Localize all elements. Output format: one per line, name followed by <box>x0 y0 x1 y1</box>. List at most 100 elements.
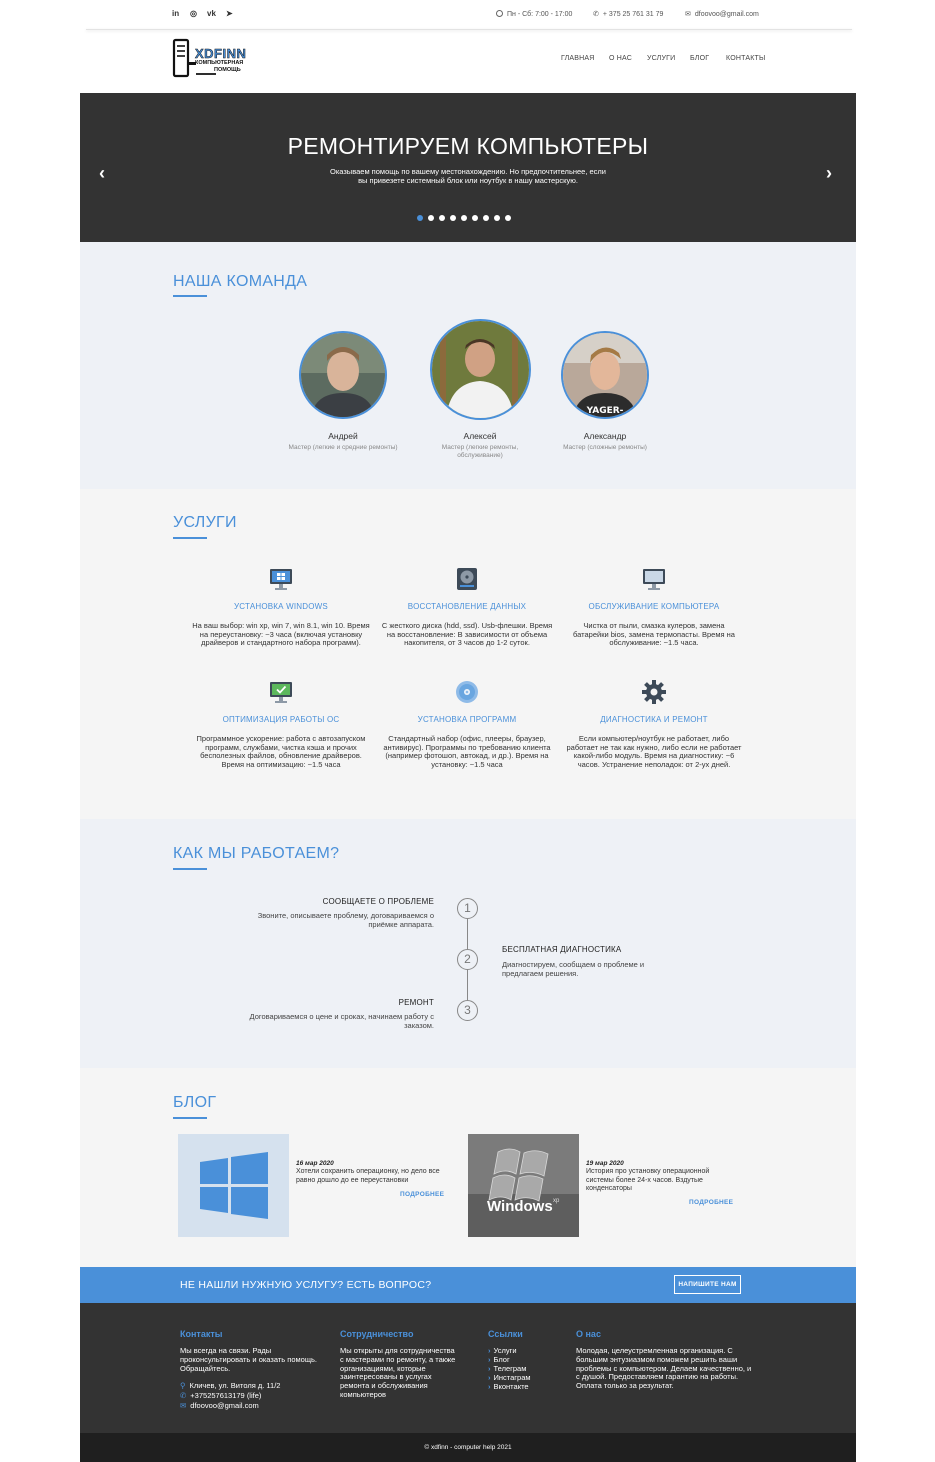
footer-link-services[interactable]: ›Услуги <box>488 1346 517 1355</box>
footer-address: ⚲Кличев, ул. Витоля д. 11/2 <box>180 1381 281 1390</box>
chevron-right-icon: › <box>488 1382 491 1391</box>
footer-link-telegram[interactable]: ›Телеграм <box>488 1364 527 1373</box>
slider-prev-icon[interactable]: ‹ <box>99 163 105 183</box>
mail-icon: ✉ <box>180 1401 187 1410</box>
nav-services[interactable]: УСЛУГИ <box>647 55 676 62</box>
instagram-icon[interactable]: ◎ <box>190 9 197 18</box>
footer-link-blog[interactable]: ›Блог <box>488 1355 510 1364</box>
member-name: Александр <box>583 431 627 441</box>
chevron-right-icon: › <box>488 1373 491 1382</box>
cta-text: НЕ НАШЛИ НУЖНУЮ УСЛУГУ? ЕСТЬ ВОПРОС? <box>180 1279 432 1291</box>
telegram-icon[interactable]: ➤ <box>226 9 233 18</box>
hero-subtitle: Оказываем помощь по вашему местонахожден… <box>330 167 606 185</box>
service-desc: Чистка от пыли, смазка кулеров, замена б… <box>573 621 735 648</box>
blog-image-windows-xp[interactable]: Windows xp <box>468 1134 579 1237</box>
section-underline <box>173 868 207 870</box>
service-title: ОБСЛУЖИВАНИЕ КОМПЬЮТЕРА <box>588 602 720 611</box>
section-underline <box>173 295 207 297</box>
avatar-andrey <box>299 331 387 419</box>
slider-dot[interactable] <box>439 215 445 221</box>
footer-contacts-text: Мы всегда на связи. Рады проконсультиров… <box>180 1346 317 1373</box>
nav-about[interactable]: О НАС <box>609 55 633 62</box>
nav-blog[interactable]: БЛОГ <box>690 55 710 62</box>
step-desc: Диагностируем, сообщаем о проблеме и пре… <box>502 960 645 978</box>
footer-email[interactable]: ✉dfoovoo@gmail.com <box>180 1401 259 1410</box>
service-title: ВОССТАНОВЛЕНИЕ ДАННЫХ <box>407 602 527 611</box>
footer-link-instagram[interactable]: ›Инстаграм <box>488 1373 531 1382</box>
read-more-link[interactable]: ПОДРОБНЕЕ <box>689 1199 734 1206</box>
section-title-blog: БЛОГ <box>173 1094 217 1111</box>
footer-link-vk[interactable]: ›Вконтакте <box>488 1382 529 1391</box>
nav-home[interactable]: ГЛАВНАЯ <box>561 55 595 62</box>
post-excerpt: Хотели сохранить операционку, но дело вс… <box>296 1168 440 1184</box>
section-underline <box>173 1117 207 1119</box>
slider-dot[interactable] <box>450 215 456 221</box>
windows-xp-logo-icon <box>468 1134 579 1237</box>
footer: Контакты Мы всегда на связи. Рады прокон… <box>80 1303 856 1433</box>
logo-computer-icon <box>172 38 216 78</box>
member-role: Мастер (легкие ремонты, обслуживание) <box>441 444 519 459</box>
step-desc: Звоните, описываете проблему, договарива… <box>257 911 434 929</box>
step-number: 1 <box>457 898 478 919</box>
slider-dot[interactable] <box>472 215 478 221</box>
service-desc: С жесткого диска (hdd, ssd). Usb-флешки.… <box>381 621 553 648</box>
windows-monitor-icon <box>268 566 294 592</box>
team-section: НАША КОМАНДА YAGER- Андрей Мастер (легки… <box>80 242 856 489</box>
team-member: Алексей Мастер (легкие ремонты, обслужив… <box>425 431 535 460</box>
footer-title-links: Ссылки <box>488 1329 523 1339</box>
service-desc: Программное ускорение: работа с автозапу… <box>196 734 366 770</box>
footer-title-about: О нас <box>576 1329 601 1339</box>
slider-dot[interactable] <box>483 215 489 221</box>
team-member: Андрей Мастер (легкие и средние ремонты) <box>288 431 398 452</box>
hard-drive-icon <box>454 566 480 592</box>
logo-subtitle: КОМПЬЮТЕРНАЯ <box>195 60 244 66</box>
mail-icon: ✉ <box>685 11 691 18</box>
read-more-link[interactable]: ПОДРОБНЕЕ <box>400 1191 445 1198</box>
map-pin-icon: ⚲ <box>180 1381 186 1390</box>
section-title-how: КАК МЫ РАБОТАЕМ? <box>173 845 340 862</box>
footer-title-contacts: Контакты <box>180 1329 223 1339</box>
windows-logo-icon <box>200 1152 268 1219</box>
copyright-text: © xdfinn - computer help 2021 <box>424 1444 512 1451</box>
step-title: РЕМОНТ <box>398 998 434 1007</box>
top-bar: in ◎ vk ➤ Пн - Сб: 7:00 - 17:00 ✆+ 375 2… <box>0 0 935 30</box>
member-name: Алексей <box>463 431 497 441</box>
image-caption: Windows <box>487 1198 553 1215</box>
chevron-right-icon: › <box>488 1355 491 1364</box>
copyright-bar: © xdfinn - computer help 2021 <box>80 1433 856 1462</box>
top-phone[interactable]: ✆+ 375 25 761 31 79 <box>593 11 664 18</box>
site-logo[interactable]: XDFINN КОМПЬЮТЕРНАЯ ПОМОЩЬ <box>172 38 256 80</box>
avatar-alexey <box>430 319 531 420</box>
vk-icon[interactable]: vk <box>207 9 216 18</box>
top-divider <box>86 29 852 30</box>
hero-title: РЕМОНТИРУЕМ КОМПЬЮТЕРЫ <box>287 133 649 159</box>
step-desc: Договариваемся о цене и сроках, начинаем… <box>249 1012 434 1030</box>
cta-banner: НЕ НАШЛИ НУЖНУЮ УСЛУГУ? ЕСТЬ ВОПРОС? НАП… <box>80 1267 856 1303</box>
blog-image-windows10[interactable] <box>178 1134 289 1237</box>
phone-icon: ✆ <box>180 1391 187 1400</box>
footer-about-text: Молодая, целеустремленная организация. С… <box>576 1346 752 1391</box>
slider-dot[interactable] <box>461 215 467 221</box>
member-role: Мастер (сложные ремонты) <box>563 444 647 451</box>
step-number: 2 <box>457 949 478 970</box>
working-hours: Пн - Сб: 7:00 - 17:00 <box>496 10 572 18</box>
nav-contacts[interactable]: КОНТАКТЫ <box>726 55 766 62</box>
chevron-right-icon: › <box>488 1364 491 1373</box>
hero-slider: РЕМОНТИРУЕМ КОМПЬЮТЕРЫ Оказываем помощь … <box>80 93 856 242</box>
footer-phone[interactable]: ✆+375257613179 (life) <box>180 1391 262 1400</box>
slider-dot[interactable] <box>494 215 500 221</box>
top-email[interactable]: ✉dfoovoo@gmail.com <box>685 11 759 18</box>
service-desc: На ваш выбор: win xp, win 7, win 8.1, wi… <box>192 621 370 648</box>
slider-dot[interactable] <box>505 215 511 221</box>
section-title-team: НАША КОМАНДА <box>173 273 308 290</box>
service-desc: Если компьютер/ноутбук не работает, либо… <box>566 734 742 770</box>
post-date: 16 мар 2020 <box>296 1160 334 1167</box>
slider-next-icon[interactable]: › <box>826 163 832 183</box>
service-title: УСТАНОВКА WINDOWS <box>234 602 328 611</box>
slider-dot[interactable] <box>428 215 434 221</box>
write-us-button[interactable]: НАПИШИТЕ НАМ <box>674 1275 741 1294</box>
step-title: СООБЩАЕТЕ О ПРОБЛЕМЕ <box>322 897 434 906</box>
linkedin-icon[interactable]: in <box>172 9 180 18</box>
step-number: 3 <box>457 1000 478 1021</box>
slider-dot[interactable] <box>417 215 423 221</box>
